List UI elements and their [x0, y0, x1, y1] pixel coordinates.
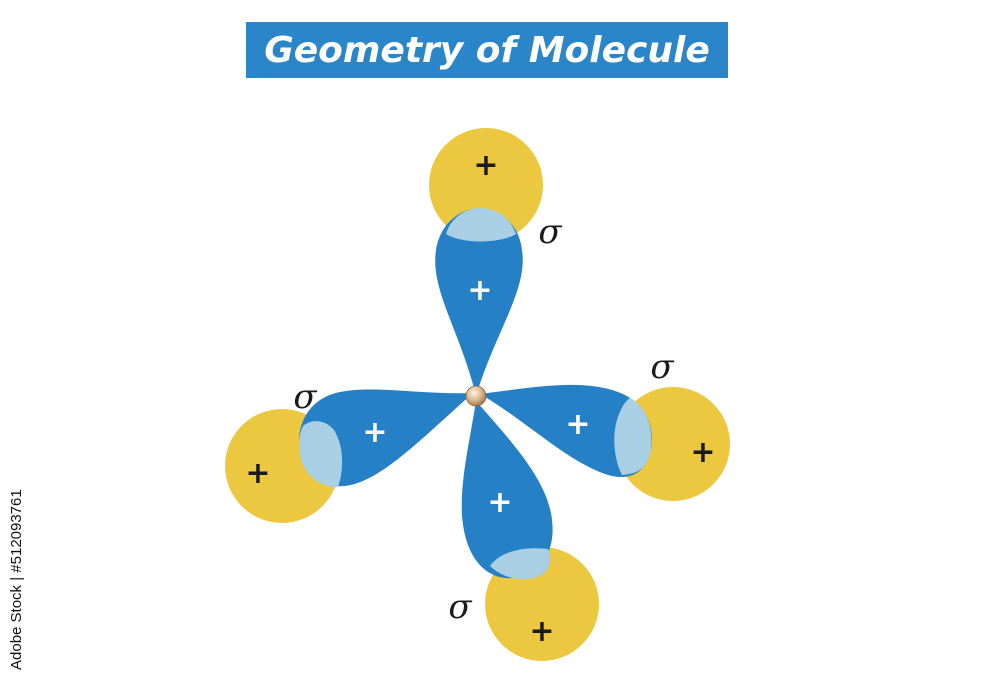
lobe-right-sign: + [565, 407, 590, 442]
sigma-label-top: σ [538, 212, 562, 252]
overlap-left [298, 421, 343, 488]
lobe-bottom-sign: + [487, 485, 512, 520]
lobe-left-sign: + [362, 415, 387, 450]
s-left-sign: + [245, 456, 270, 491]
overlap-bottom [490, 548, 551, 580]
central-atom-nucleus [465, 385, 487, 407]
page-title: Geometry of Molecule [246, 22, 728, 78]
s-top-sign: + [473, 148, 498, 183]
s-right-sign: + [690, 435, 715, 470]
overlap-top [446, 208, 516, 242]
lobe-top-sign: + [467, 273, 492, 308]
hybrid-lobe-top [435, 208, 523, 396]
sigma-label-bottom: σ [448, 587, 472, 627]
s-bottom-sign: + [529, 614, 554, 649]
hybrid-lobe-left [299, 389, 473, 487]
sigma-label-left: σ [293, 377, 317, 417]
s-orbital-top [429, 128, 543, 242]
sigma-label-right: σ [650, 347, 674, 387]
overlap-right [614, 398, 652, 475]
hybrid-lobe-right [480, 384, 653, 477]
hybrid-lobe-bottom [461, 401, 553, 579]
